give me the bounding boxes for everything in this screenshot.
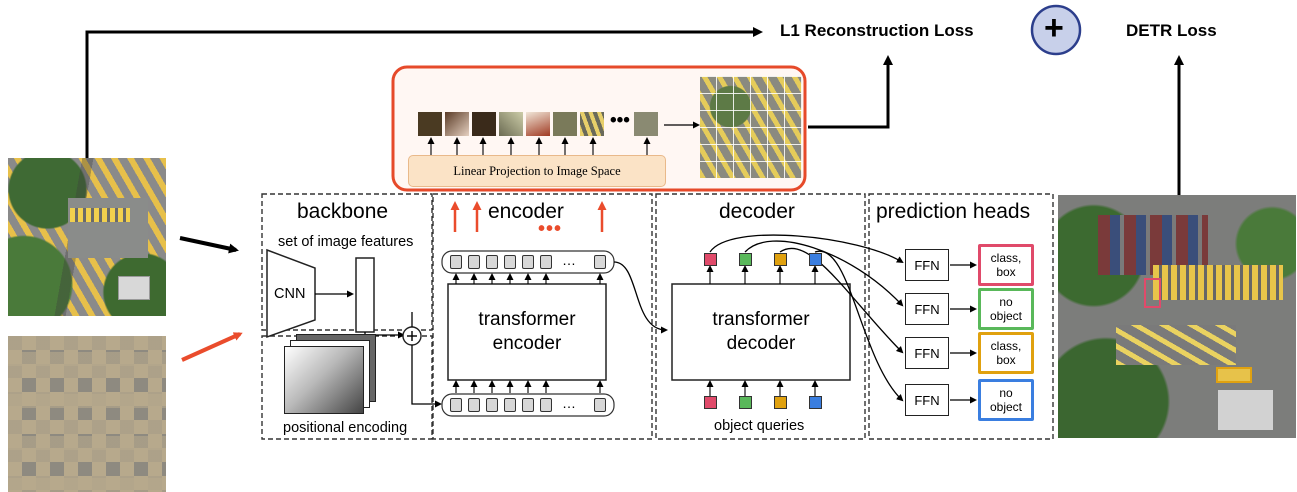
encoder-output-token bbox=[522, 255, 534, 269]
object-query-yellow bbox=[774, 396, 787, 409]
patch-ellipsis: ••• bbox=[610, 110, 630, 131]
output-2-line1: no bbox=[999, 295, 1013, 309]
decoder-block-label-2: decoder bbox=[726, 333, 796, 354]
output-4-line2: object bbox=[989, 400, 1023, 414]
recon-to-loss-line bbox=[808, 55, 893, 129]
encoder-red-dots: ••• bbox=[538, 218, 563, 240]
encoder-input-token bbox=[450, 398, 462, 412]
loss-sum-circle bbox=[1030, 4, 1082, 56]
decoder-block-label-1: transformer bbox=[712, 309, 810, 330]
object-query-green bbox=[739, 396, 752, 409]
object-query-red bbox=[704, 396, 717, 409]
output-3-line2: box bbox=[996, 353, 1016, 367]
output-class-box-2: class,box bbox=[978, 332, 1034, 374]
positional-encoding-label: positional encoding bbox=[283, 420, 408, 436]
encoder-output-token bbox=[540, 255, 552, 269]
input-to-loss-line bbox=[85, 27, 763, 160]
output-3-line1: class, bbox=[990, 339, 1022, 353]
encoder-output-token bbox=[450, 255, 462, 269]
reconstructed-image bbox=[700, 76, 802, 178]
input-image-masked bbox=[8, 336, 166, 492]
detr-loss-label: DETR Loss bbox=[1126, 21, 1217, 40]
backbone-title: backbone bbox=[297, 200, 389, 223]
output-class-box-1: class,box bbox=[978, 244, 1034, 286]
feature-map-bar bbox=[355, 257, 375, 333]
encoder-output-ellipsis: … bbox=[562, 252, 576, 268]
output-detection-image bbox=[1058, 195, 1296, 438]
decoder-title: decoder bbox=[719, 200, 795, 223]
image-features-label: set of image features bbox=[278, 234, 414, 250]
output-1-line1: class, bbox=[990, 251, 1022, 265]
heads-box-outline bbox=[868, 193, 1054, 440]
ffn-box-3: FFN bbox=[905, 337, 949, 369]
encoder-input-token bbox=[468, 398, 480, 412]
encoder-input-token bbox=[486, 398, 498, 412]
encoder-input-token bbox=[504, 398, 516, 412]
loss-plus-sign: + bbox=[1044, 9, 1064, 47]
encoder-output-token bbox=[594, 255, 606, 269]
output-4-line1: no bbox=[999, 386, 1013, 400]
decoder-output-query-yellow bbox=[774, 253, 787, 266]
decoder-box-outline bbox=[655, 193, 866, 440]
encoder-title: encoder bbox=[488, 200, 564, 223]
patch-sequence: ••• bbox=[418, 110, 658, 138]
output-2-line2: object bbox=[989, 309, 1023, 323]
object-query-blue bbox=[809, 396, 822, 409]
decoder-output-query-red bbox=[704, 253, 717, 266]
encoder-input-ellipsis: … bbox=[562, 395, 576, 411]
encoder-output-token bbox=[468, 255, 480, 269]
encoder-block bbox=[447, 283, 607, 381]
decoder-block bbox=[671, 283, 851, 381]
ffn-box-4: FFN bbox=[905, 384, 949, 416]
input-image-original bbox=[8, 158, 166, 316]
output-1-line2: box bbox=[996, 265, 1016, 279]
prediction-heads-title: prediction heads bbox=[876, 200, 1031, 223]
encoder-block-label-1: transformer bbox=[478, 309, 576, 330]
encoder-output-token bbox=[486, 255, 498, 269]
decoder-output-query-blue bbox=[809, 253, 822, 266]
linear-projection-box: Linear Projection to Image Space bbox=[408, 155, 666, 187]
encoder-input-token bbox=[540, 398, 552, 412]
ffn-box-2: FFN bbox=[905, 293, 949, 325]
encoder-input-token bbox=[594, 398, 606, 412]
input-arrow-black bbox=[179, 236, 239, 254]
backbone-box-outline bbox=[261, 193, 433, 331]
encoder-block-label-2: encoder bbox=[492, 333, 562, 354]
positional-map-front bbox=[284, 346, 364, 414]
cnn-shape bbox=[266, 248, 316, 339]
object-queries-label: object queries bbox=[714, 418, 805, 434]
decoder-output-query-green bbox=[739, 253, 752, 266]
input-arrow-red bbox=[181, 332, 243, 362]
cnn-label: CNN bbox=[274, 286, 306, 302]
encoder-input-token bbox=[522, 398, 534, 412]
ffn-box-1: FFN bbox=[905, 249, 949, 281]
l1-loss-label: L1 Reconstruction Loss bbox=[780, 21, 974, 40]
encoder-output-token bbox=[504, 255, 516, 269]
